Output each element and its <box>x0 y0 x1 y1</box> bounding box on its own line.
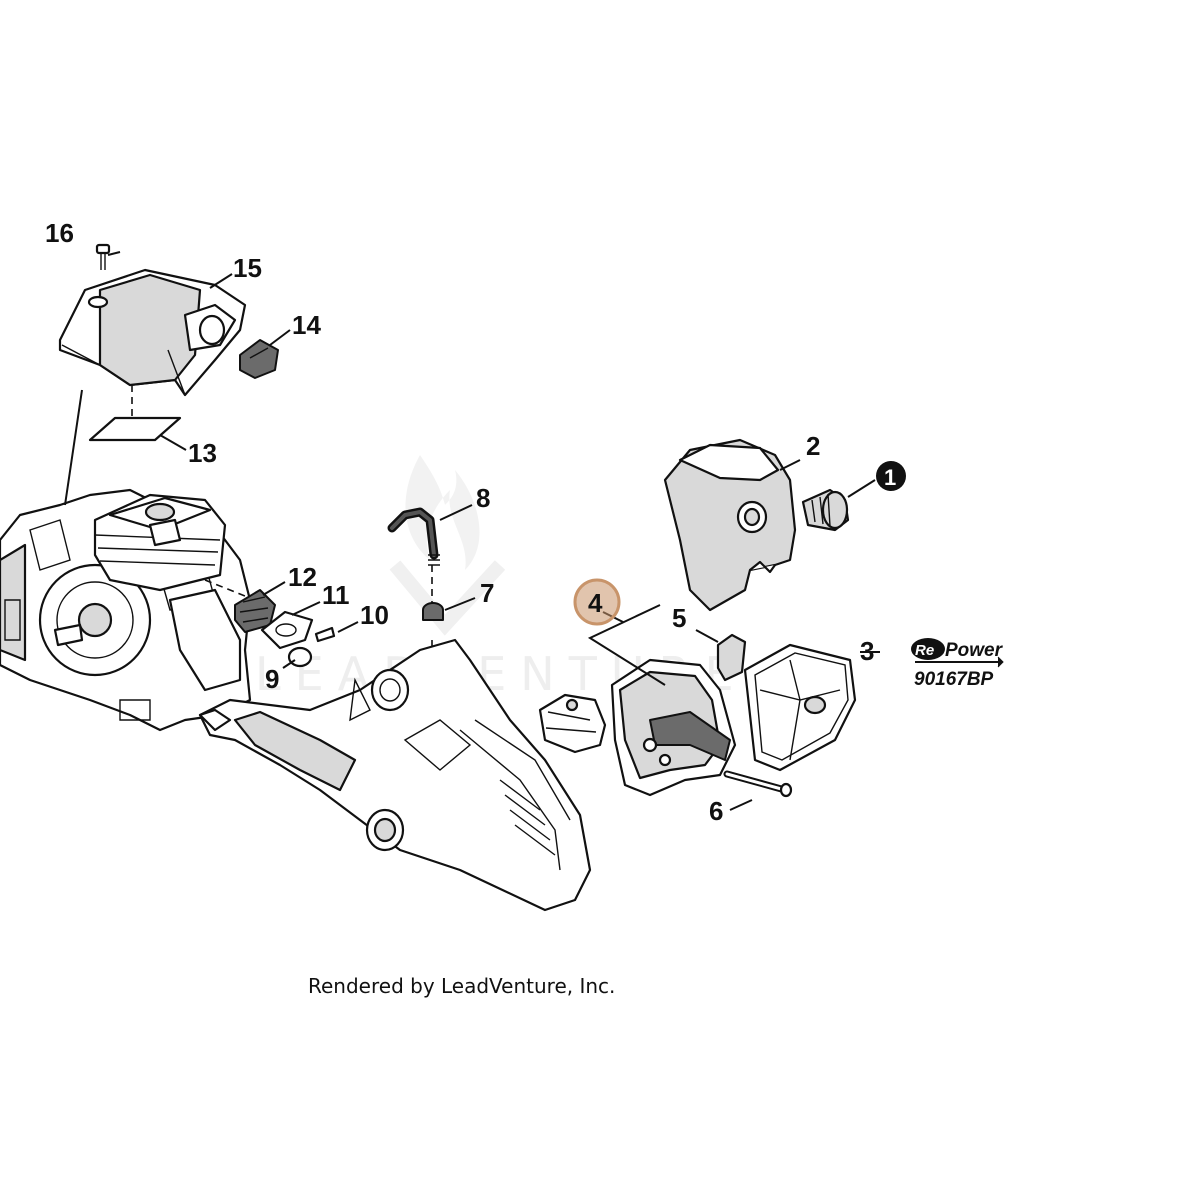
render-credit: Rendered by LeadVenture, Inc. <box>308 974 615 998</box>
callouts: 16 15 14 13 12 11 10 9 8 7 6 5 4 3 2 1 <box>45 218 906 826</box>
callout-9: 9 <box>265 664 279 694</box>
callout-3: 3 <box>860 636 874 666</box>
callout-1: 1 <box>884 465 896 490</box>
repower-brand: Re Power 90167BP <box>911 638 1004 690</box>
repower-logo-badge <box>911 638 945 660</box>
part-10-screw <box>314 626 336 643</box>
leader-lines <box>107 251 880 811</box>
callout-7: 7 <box>480 578 494 608</box>
callout-5: 5 <box>672 603 686 633</box>
part-11-flange <box>260 610 314 650</box>
part-14-buffer <box>239 339 279 379</box>
part-1-knob <box>801 488 850 532</box>
repower-power-text: Power <box>945 640 1004 661</box>
callout-16: 16 <box>45 218 74 248</box>
cylinder-head <box>93 493 227 592</box>
callout-11: 11 <box>322 580 350 610</box>
part-15-top-cover <box>58 268 247 397</box>
part-9-oring <box>287 646 313 668</box>
part-4-carburetor <box>538 693 607 754</box>
callout-10: 10 <box>360 600 389 630</box>
callout-14: 14 <box>292 310 321 340</box>
callout-15: 15 <box>233 253 262 283</box>
part-7-grommet <box>422 602 444 621</box>
part-8-pin <box>387 507 440 566</box>
callout-4: 4 <box>588 588 603 618</box>
tank-housing <box>198 638 592 912</box>
part-2-filter-cover <box>663 438 797 612</box>
highlight-circle <box>573 578 621 626</box>
part-6-bolt <box>723 770 793 798</box>
callout-12: 12 <box>288 562 317 592</box>
callout-4-highlight: 4 <box>573 578 621 626</box>
callout-6: 6 <box>709 796 723 826</box>
callout-1-circle <box>876 461 906 491</box>
callout-13: 13 <box>188 438 217 468</box>
callout-1-badge: 1 <box>876 461 906 491</box>
part-16-screw <box>95 243 111 270</box>
part-3-air-filter <box>743 643 857 772</box>
part-4-base-plate <box>610 658 737 797</box>
part-13-gasket <box>88 416 182 442</box>
callout-2: 2 <box>806 431 820 461</box>
callout-8: 8 <box>476 483 490 513</box>
repower-re-text: Re <box>915 642 934 659</box>
part-5-bracket <box>716 633 747 682</box>
repower-part-number: 90167BP <box>914 669 994 690</box>
